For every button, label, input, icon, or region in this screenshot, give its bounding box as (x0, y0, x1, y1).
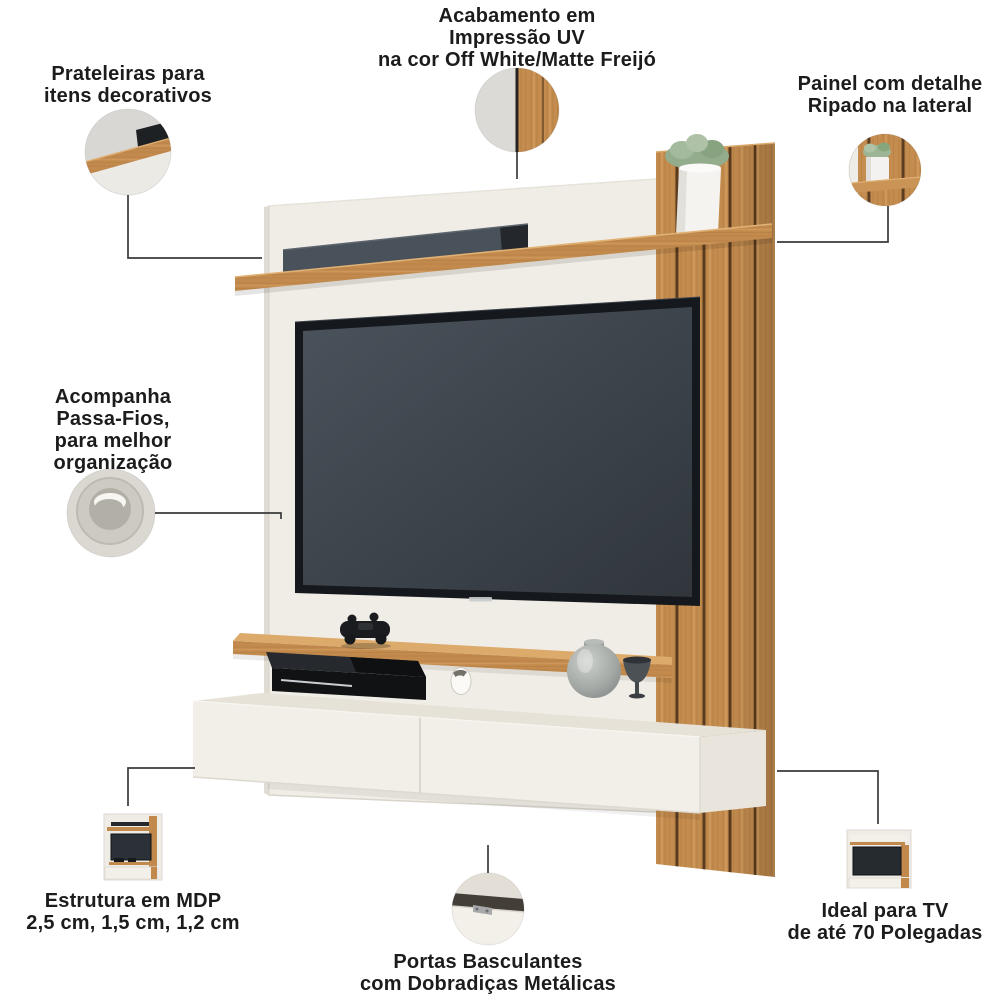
callout-label-tv-size: Ideal para TV de até 70 Polegadas (775, 900, 995, 944)
cable-leader-line (155, 512, 282, 519)
tv-size-thumbnail (846, 829, 912, 889)
label-line: Acompanha (54, 386, 172, 408)
callout-label-finish: Acabamento em Impressão UV na cor Off Wh… (327, 5, 707, 71)
callout-label-slats: Painel com detalhe Ripado na lateral (780, 73, 1000, 117)
label-line: 2,5 cm, 1,5 cm, 1,2 cm (26, 912, 240, 934)
leader-lines (127, 152, 889, 873)
structure-leader-line (127, 767, 195, 806)
label-line: na cor Off White/Matte Freijó (377, 49, 657, 71)
label-line: com Dobradiças Metálicas (359, 973, 616, 995)
cable-detail-circle (66, 468, 156, 558)
soundbar (282, 223, 529, 276)
game-console (266, 652, 426, 700)
goblet-vase (623, 656, 651, 699)
slats-detail-circle (848, 133, 922, 207)
label-line: Prateleiras para (51, 63, 205, 85)
callout-label-doors: Portas Basculantes com Dobradiças Metáli… (353, 951, 623, 995)
finish-detail-circle (474, 67, 560, 153)
cabinet (192, 693, 766, 820)
tv-size-leader-line (777, 770, 879, 824)
tv-logo (469, 597, 492, 602)
label-line: Passa-Fios, (56, 408, 170, 430)
metal-hinge (473, 905, 492, 915)
cable-grommet (450, 667, 472, 695)
game-controller (340, 612, 391, 649)
label-line: organização (53, 452, 173, 474)
label-line: Ideal para TV (821, 900, 949, 922)
shelves-detail-circle (84, 108, 172, 196)
plant-pot (665, 134, 729, 234)
label-line: Portas Basculantes (393, 951, 583, 973)
doors-detail-circle (451, 872, 525, 946)
structure-thumbnail (103, 813, 163, 881)
label-line: Acabamento em (438, 5, 596, 27)
tv-screen (303, 307, 692, 597)
label-line: Painel com detalhe (797, 73, 983, 95)
label-line: de até 70 Polegadas (787, 922, 983, 944)
shelves-leader-line (127, 195, 262, 259)
label-line: itens decorativos (44, 85, 212, 107)
slats-leader-line (777, 206, 889, 243)
label-line: para melhor (54, 430, 172, 452)
label-line: Impressão UV (449, 27, 585, 49)
tv (294, 296, 701, 606)
callout-label-shelves: Prateleiras para itens decorativos (18, 63, 238, 107)
callout-label-structure: Estrutura em MDP 2,5 cm, 1,5 cm, 1,2 cm (13, 890, 253, 934)
callout-label-cable: Acompanha Passa-Fios, para melhor organi… (23, 386, 203, 474)
label-line: Estrutura em MDP (44, 890, 222, 912)
top-shelf (234, 223, 773, 296)
label-line: Ripado na lateral (807, 95, 973, 117)
vase (567, 639, 621, 698)
